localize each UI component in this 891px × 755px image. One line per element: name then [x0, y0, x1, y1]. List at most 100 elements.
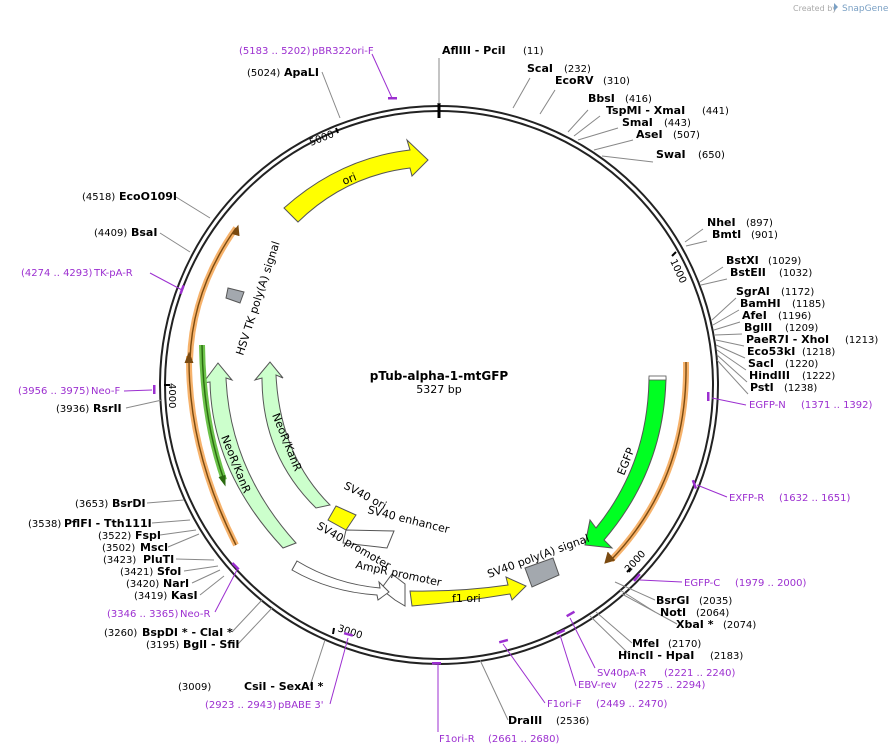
site-name[interactable]: SmaI [622, 116, 653, 129]
site-position: (2064) [696, 608, 729, 619]
site-position: (1185) [792, 299, 825, 310]
site-name[interactable]: BglI - SfiI [183, 638, 240, 651]
site-name[interactable]: BstEII [730, 266, 766, 279]
primer-leaders [123, 53, 747, 732]
site-position: (2183) [710, 651, 743, 662]
site-name[interactable]: MscI [140, 541, 168, 554]
site-name[interactable]: XbaI * [676, 618, 714, 631]
site-name[interactable]: ScaI [527, 62, 553, 75]
feature-ori-arrow[interactable] [283, 138, 429, 223]
site-name[interactable]: AflIII - PciI [442, 44, 506, 57]
orf-arrow-2 [188, 355, 237, 546]
primer-name[interactable]: pBR322ori-F [312, 46, 374, 57]
site-name[interactable]: PluTI [143, 553, 174, 566]
feature-f1-ori-arrow[interactable] [409, 576, 527, 607]
site-name[interactable]: BstXI [726, 254, 759, 267]
site-name[interactable]: ApaLI [284, 66, 319, 79]
site-position: (4518) [82, 192, 115, 203]
site-name[interactable]: PflFI - Tth111I [64, 517, 152, 530]
site-name[interactable]: BamHI [740, 297, 781, 310]
feature-sv40-polya[interactable] [524, 557, 560, 588]
site-position: (3009) [178, 682, 211, 693]
site-name[interactable]: MfeI [632, 637, 659, 650]
primer-name[interactable]: Neo-F [91, 386, 121, 397]
feature-neor-outer-arrow[interactable] [201, 362, 297, 549]
primer-name[interactable]: EGFP-N [749, 400, 786, 411]
plasmid-name: pTub-alpha-1-mtGFP [370, 369, 509, 383]
site-name[interactable]: HincII - HpaI [618, 649, 694, 662]
site-name[interactable]: SacI [748, 357, 774, 370]
primer-name[interactable]: SV40pA-R [597, 668, 646, 679]
site-name[interactable]: SgrAI [736, 285, 770, 298]
feature-sv40-ori[interactable] [327, 505, 357, 531]
site-name[interactable]: CsiI - SexAI * [244, 680, 324, 693]
site-position: (3195) [146, 640, 179, 651]
site-name[interactable]: TspMI - XmaI [606, 104, 685, 117]
feature-hsv-tk-polya[interactable] [225, 287, 245, 304]
site-name[interactable]: SfoI [157, 565, 181, 578]
primer-name[interactable]: F1ori-R [439, 734, 475, 745]
site-name[interactable]: NheI [707, 216, 736, 229]
primer-name[interactable]: pBABE 3' [278, 700, 324, 711]
primer-range: (1979 .. 2000) [735, 578, 807, 589]
site-position: (441) [702, 106, 729, 117]
site-name[interactable]: EcoO109I [119, 190, 177, 203]
orf-arrowhead-2 [184, 351, 194, 364]
primer-range: (2661 .. 2680) [488, 734, 560, 745]
site-position: (1222) [802, 371, 835, 382]
site-name[interactable]: AseI [636, 128, 663, 141]
tick-label-1000: 1000 [667, 258, 688, 286]
feature-neor-inner-arrow[interactable] [253, 361, 332, 509]
site-name[interactable]: NarI [163, 577, 189, 590]
created-by-label: Created by [793, 4, 837, 13]
primer-name[interactable]: EBV-rev [578, 680, 617, 691]
feature-sv40-promoter[interactable] [291, 560, 390, 601]
site-position: (3936) [56, 404, 89, 415]
site-name[interactable]: DraIII [508, 714, 542, 727]
primer-range: (2449 .. 2470) [596, 699, 668, 710]
feature-egfp-arrow[interactable] [584, 377, 667, 549]
primer-name[interactable]: F1ori-F [547, 699, 582, 710]
site-name[interactable]: Eco53kI [747, 345, 795, 358]
site-name[interactable]: BbsI [588, 92, 615, 105]
site-name[interactable]: SwaI [656, 148, 686, 161]
site-position: (1172) [781, 287, 814, 298]
primer-range: (4274 .. 4293) [21, 268, 93, 279]
site-position: (3419) [134, 591, 167, 602]
primer-range: (2221 .. 2240) [664, 668, 736, 679]
site-position: (3538) [28, 519, 61, 530]
site-position: (1218) [802, 347, 835, 358]
primer-marks [153, 97, 710, 665]
site-position: (2536) [556, 716, 589, 727]
primer-name[interactable]: EGFP-C [684, 578, 720, 589]
site-name[interactable]: FspI [135, 529, 161, 542]
site-name[interactable]: HindIII [749, 369, 790, 382]
site-name[interactable]: PaeR7I - XhoI [746, 333, 829, 346]
site-name[interactable]: BsaI [131, 226, 157, 239]
tick-label-2000: 2000 [623, 549, 648, 575]
site-name[interactable]: NotI [660, 606, 686, 619]
site-position: (1196) [778, 311, 811, 322]
site-name[interactable]: AfeI [742, 309, 767, 322]
site-name[interactable]: PstI [750, 381, 774, 394]
feature-label-ori: ori [340, 170, 358, 187]
primer-name[interactable]: Neo-R [180, 609, 211, 620]
site-leaders [125, 58, 749, 721]
feature-sv40-enhancer[interactable] [342, 529, 395, 549]
site-name[interactable]: EcoRV [555, 74, 594, 87]
primer-name[interactable]: EXFP-R [729, 493, 764, 504]
site-name[interactable]: BsrDI [112, 497, 146, 510]
site-name[interactable]: BglII [744, 321, 772, 334]
site-name[interactable]: BspDI * - ClaI * [142, 626, 233, 639]
site-name[interactable]: RsrII [93, 402, 122, 415]
snapgene-logo-icon [834, 3, 838, 11]
site-name[interactable]: BsrGI [656, 594, 689, 607]
feature-ampr-promoter[interactable] [380, 573, 406, 607]
orf-arrow-4 [610, 361, 687, 561]
orf-arrow-1 [189, 227, 237, 361]
site-position: (1029) [768, 256, 801, 267]
site-position: (11) [523, 46, 544, 57]
primer-name[interactable]: TK-pA-R [93, 268, 133, 279]
site-name[interactable]: BmtI [712, 228, 741, 241]
site-name[interactable]: KasI [171, 589, 198, 602]
